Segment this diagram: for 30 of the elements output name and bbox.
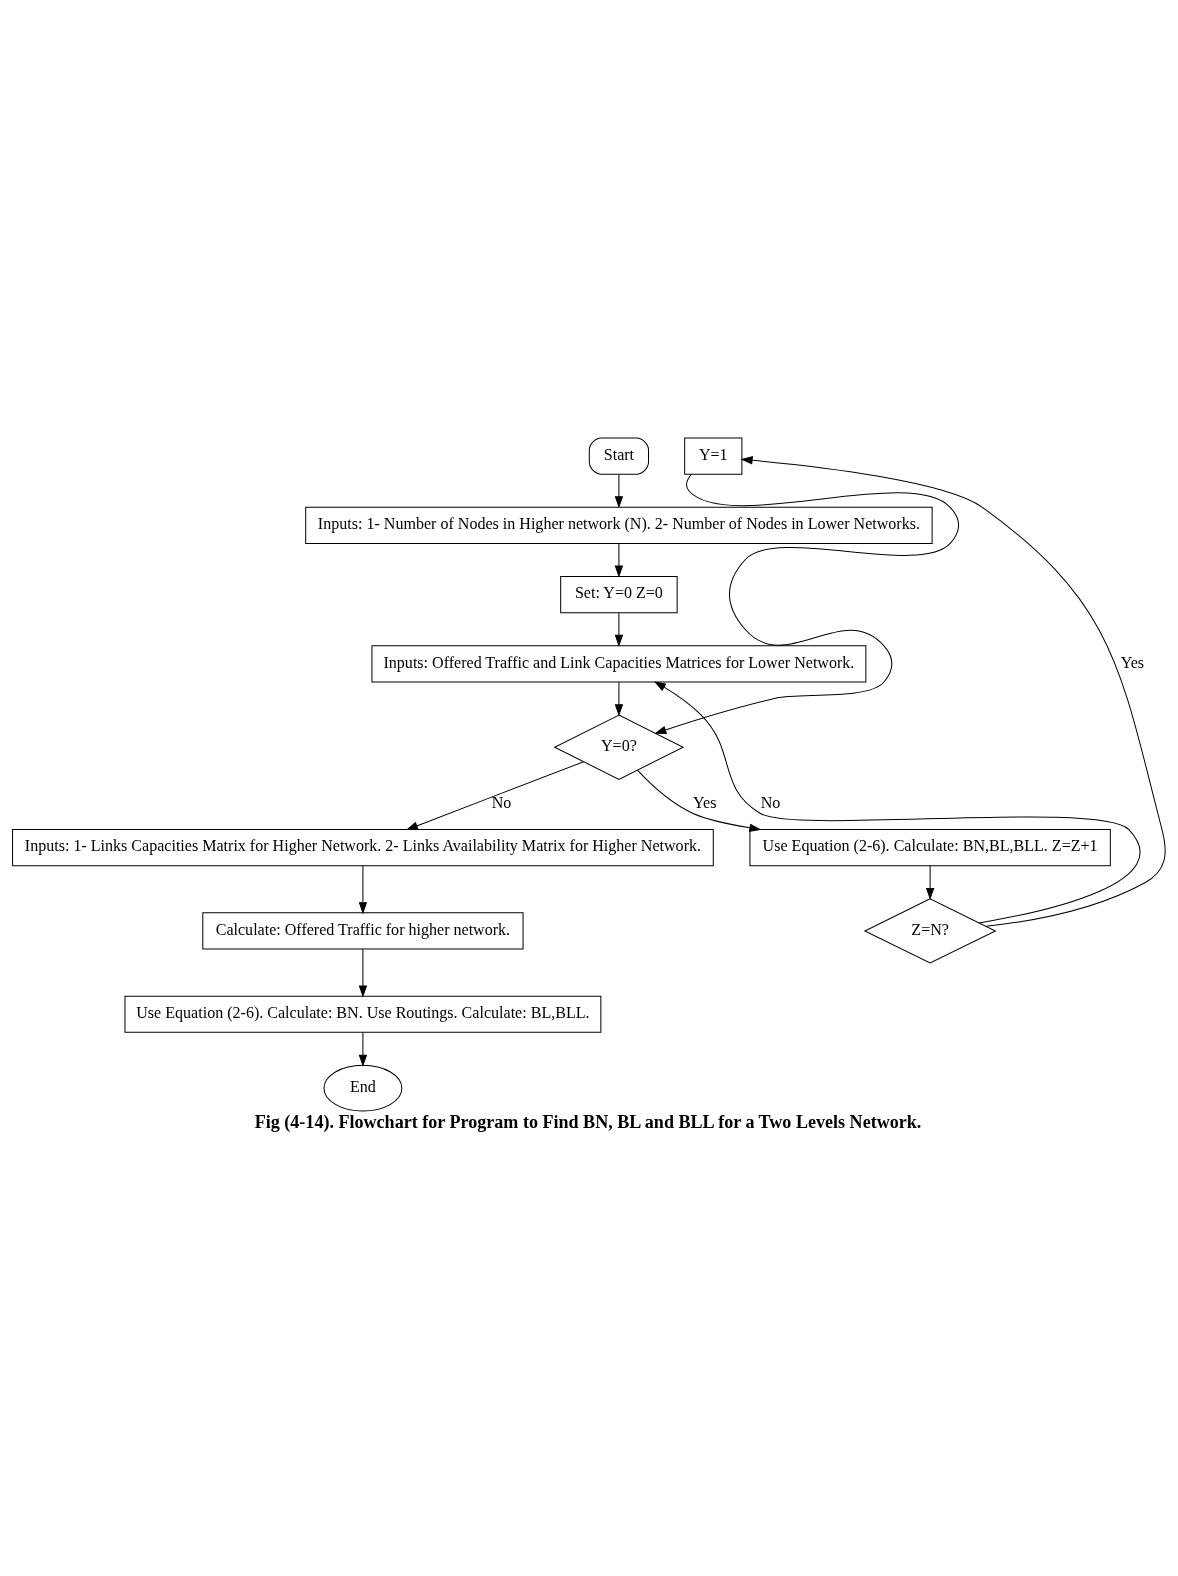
node-diamond: Z=N?: [864, 897, 996, 964]
arrow: [358, 1031, 367, 1066]
arrow: [636, 769, 761, 832]
node-box: Inputs: Offered Traffic and Link Capacities Matrices for Lower Network.: [371, 644, 867, 682]
arrow: [358, 864, 367, 913]
node-box: Use Equation (2-6). Calculate: BN,BL,BLL. Z=Z+1: [749, 828, 1111, 866]
arrow: [655, 473, 959, 734]
node-box: Start: [588, 437, 650, 475]
node-box: Inputs: 1- Number of Nodes in Higher network (N). 2- Number of Nodes in Lower Networks.: [305, 506, 933, 544]
node-box: Inputs: 1- Links Capacities Matrix for Higher Network. 2- Links Availability Matrix for Higher Network.: [12, 828, 714, 866]
arrow: [614, 611, 623, 646]
edge-label: No: [491, 793, 512, 811]
arrow: [614, 473, 623, 507]
edge-label: No: [760, 793, 781, 811]
arrow: [614, 542, 623, 577]
node-box: Use Equation (2-6). Calculate: BN. Use Routings. Calculate: BL,BLL.: [124, 995, 602, 1033]
arrow: [406, 760, 585, 830]
edge-label: Yes: [693, 793, 717, 811]
arrow: [741, 455, 1166, 927]
node-ellipse: End: [323, 1064, 403, 1111]
node-box: Set: Y=0 Z=0: [560, 575, 678, 613]
arrow: [614, 681, 623, 715]
arrow: [358, 948, 367, 996]
node-diamond: Y=0?: [554, 714, 684, 780]
arrow: [654, 681, 1141, 923]
arrow: [926, 864, 935, 899]
node-box: Y=1: [684, 437, 743, 475]
edge-label: Yes: [1120, 653, 1145, 671]
node-box: Calculate: Offered Traffic for higher network.: [202, 911, 524, 949]
caption: Fig (4-14). Flowchart for Program to Find BN, BL and BLL for a Two Levels Network.: [254, 1111, 922, 1132]
